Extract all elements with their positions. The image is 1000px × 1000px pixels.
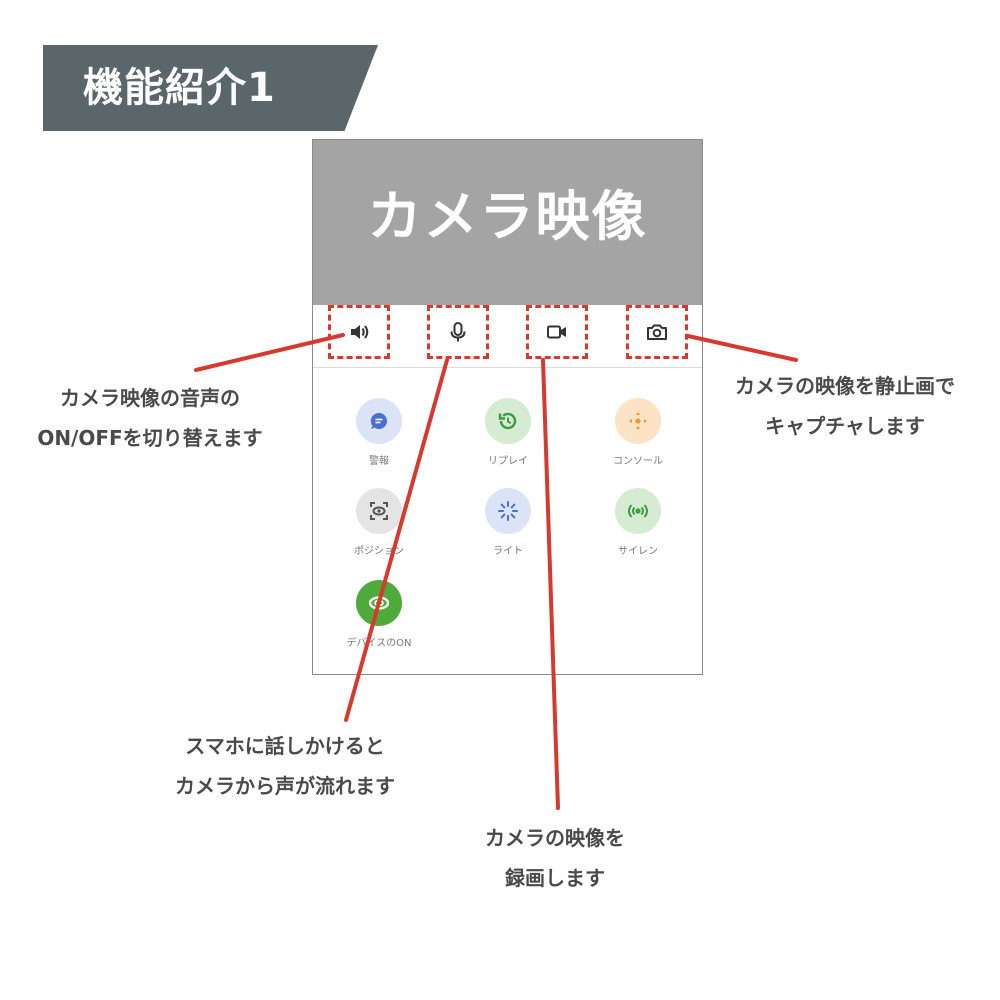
camera-video-area[interactable]: カメラ映像 — [313, 140, 702, 305]
tile-label: ポジション — [354, 546, 404, 557]
siren-icon — [615, 488, 661, 534]
capture-callout: カメラの映像を静止画で キャプチャします — [710, 366, 980, 446]
capture-callout-line — [686, 334, 798, 362]
capture-callout-line1: カメラの映像を静止画で — [735, 374, 955, 398]
speaker-button[interactable] — [328, 305, 390, 359]
divider — [313, 367, 702, 368]
tile-label: デバイスのON — [346, 638, 412, 649]
microphone-button[interactable] — [427, 305, 489, 359]
record-callout: カメラの映像を 録画します — [445, 818, 665, 898]
camera-capture-icon — [647, 324, 667, 340]
speaker-icon — [351, 325, 369, 339]
tile-label: 警報 — [369, 456, 389, 467]
record-callout-line1: カメラの映像を — [485, 826, 625, 850]
mic-callout: スマホに話しかけると カメラから声が流れます — [150, 726, 420, 806]
tile-label: サイレン — [618, 546, 658, 557]
tile-alert[interactable]: 警報 — [324, 398, 434, 467]
tile-label: ライト — [493, 546, 523, 557]
tile-console[interactable]: コンソール — [583, 398, 693, 467]
console-icon — [615, 398, 661, 444]
control-bar — [313, 305, 702, 361]
video-label: カメラ映像 — [367, 185, 648, 248]
tile-label: コンソール — [613, 456, 663, 467]
mic-callout-line1: スマホに話しかけると — [185, 734, 385, 758]
speaker-callout-line2: ON/OFFを切り替えます — [37, 426, 263, 450]
tile-position[interactable]: ポジション — [324, 488, 434, 557]
video-record-icon — [547, 325, 566, 339]
replay-icon — [485, 398, 531, 444]
page-title: 機能紹介1 — [83, 65, 276, 111]
position-icon — [356, 488, 402, 534]
light-icon — [485, 488, 531, 534]
speaker-callout-line1: カメラ映像の音声の — [60, 386, 240, 410]
video-record-button[interactable] — [526, 305, 588, 359]
tile-light[interactable]: ライト — [453, 488, 563, 557]
camera-capture-button[interactable] — [626, 305, 688, 359]
tile-label: リプレイ — [488, 456, 528, 467]
mic-callout-line2: カメラから声が流れます — [175, 774, 395, 798]
tile-siren[interactable]: サイレン — [583, 488, 693, 557]
alert-chat-icon — [356, 398, 402, 444]
record-callout-line2: 録画します — [505, 866, 605, 890]
tile-replay[interactable]: リプレイ — [453, 398, 563, 467]
capture-callout-line2: キャプチャします — [765, 414, 925, 438]
phone-screen: カメラ映像 — [312, 139, 703, 675]
speaker-callout: カメラ映像の音声の ON/OFFを切り替えます — [25, 378, 275, 458]
tile-device-on[interactable]: デバイスのON — [324, 580, 434, 649]
device-on-icon — [356, 580, 402, 626]
microphone-icon — [450, 322, 466, 342]
title-banner — [43, 45, 378, 131]
